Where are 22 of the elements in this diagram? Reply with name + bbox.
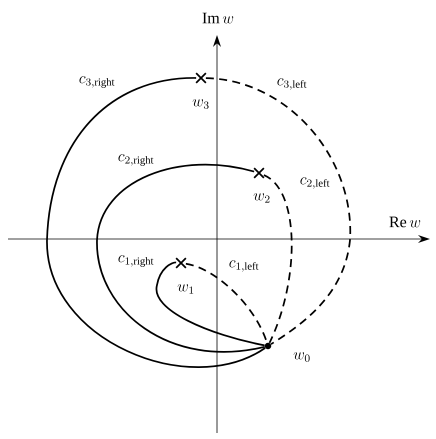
curve bbox=[46, 77, 266, 368]
curve bbox=[206, 77, 351, 345]
point-label: $w_2$ bbox=[254, 193, 270, 203]
axis-label: $\mathrm{Im}\, w$ bbox=[202, 12, 234, 24]
curve bbox=[263, 174, 293, 344]
point-marker bbox=[195, 72, 207, 84]
curve-label: $c_{2,\mathrm{right}}$ bbox=[116, 152, 156, 168]
point-label: $w_0$ bbox=[294, 352, 310, 362]
curve bbox=[156, 262, 265, 346]
point-marker bbox=[253, 167, 265, 179]
curve-label: $c_{1,\mathrm{left}}$ bbox=[227, 259, 261, 274]
curve-label: $c_{3,\mathrm{right}}$ bbox=[77, 74, 117, 90]
point-label: $w_1$ bbox=[178, 284, 194, 294]
curve-label: $c_{2,\mathrm{left}}$ bbox=[298, 176, 332, 190]
curve-label: $c_{1,\mathrm{right}}$ bbox=[116, 254, 156, 268]
point-marker bbox=[264, 342, 272, 350]
curve bbox=[96, 164, 265, 353]
curve bbox=[186, 262, 268, 343]
axis-label: $\mathrm{Re}\, w$ bbox=[389, 216, 420, 228]
point-marker bbox=[175, 257, 187, 269]
point-label: $w_3$ bbox=[192, 99, 209, 109]
curve-label: $c_{3,\mathrm{left}}$ bbox=[275, 76, 309, 92]
